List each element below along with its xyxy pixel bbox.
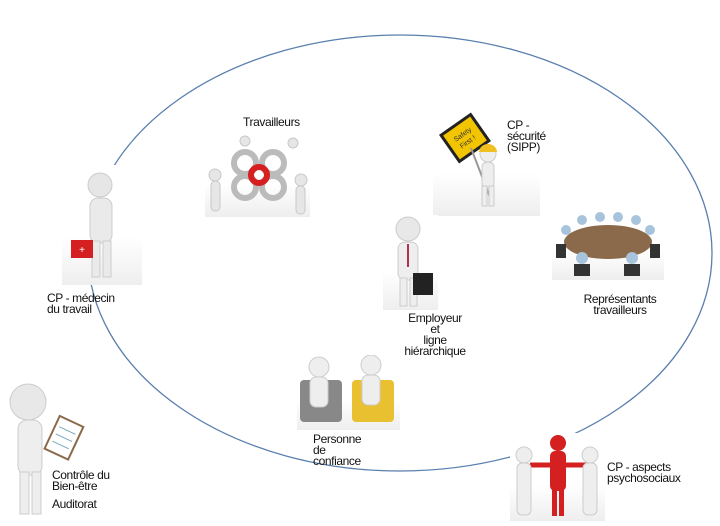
node-label-line: et (430, 322, 440, 336)
node-label-line: du travail (47, 302, 92, 316)
node-label-line: CP - (507, 118, 530, 132)
gears-team-icon (205, 135, 310, 217)
node-label-line: de (313, 443, 326, 457)
node-label-line: CP - aspects (607, 460, 671, 474)
node-label-line: Employeur (408, 311, 462, 325)
node-label-line: ligne (423, 333, 447, 347)
clipboard-inspector-icon (9, 383, 85, 515)
node-label-line: confiance (313, 454, 361, 468)
group-circle-icon (510, 433, 605, 521)
conversation-chairs-icon (297, 355, 400, 430)
businessman-briefcase-icon (383, 215, 438, 310)
auditorat-label: Auditorat (52, 497, 97, 511)
node-label-line: Bien-être (52, 479, 98, 493)
node-label-line: psychosociaux (607, 471, 681, 485)
safety-sign-icon: Safety First ! (433, 110, 540, 216)
node-label-line: Personne (313, 432, 362, 446)
node-label-line: Contrôle du (52, 468, 110, 482)
node-label-line: Représentants (583, 292, 657, 306)
node-label-line: CP - médecin (47, 291, 115, 305)
node-label-line: Travailleurs (243, 115, 300, 129)
doctor-first-aid-icon: + (62, 165, 142, 285)
node-label-line: travailleurs (593, 303, 647, 317)
node-label-line: sécurité (507, 129, 546, 143)
node-label-line: hiérarchique (404, 344, 466, 358)
svg-text:+: + (79, 245, 85, 256)
node-label-line: (SIPP) (507, 140, 540, 154)
meeting-table-icon (552, 210, 664, 280)
